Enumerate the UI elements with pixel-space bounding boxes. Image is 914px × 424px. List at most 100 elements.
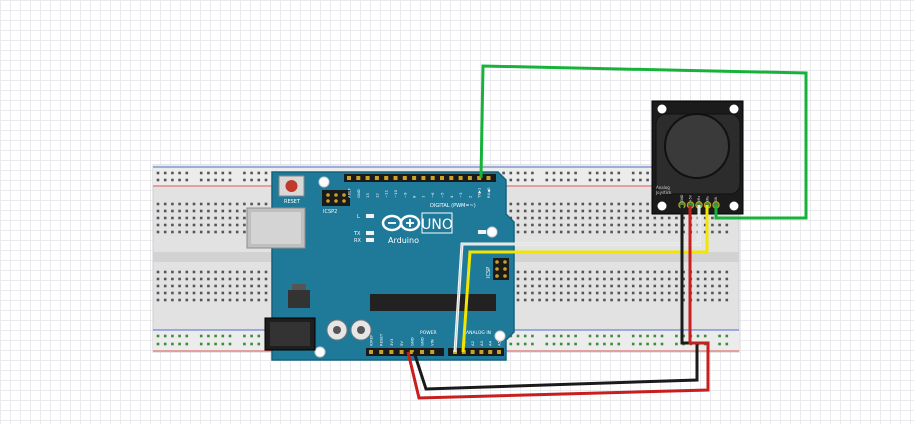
header-pin[interactable] [379, 350, 384, 354]
header-pin[interactable] [365, 176, 370, 180]
header-pin[interactable] [488, 350, 493, 354]
wire-black[interactable] [412, 205, 699, 391]
breadboard-hole [696, 284, 700, 288]
breadboard-hole [545, 216, 549, 220]
led-l [366, 214, 374, 218]
breadboard-hole [581, 209, 585, 213]
header-pin[interactable] [399, 350, 404, 354]
breadboard-hole [264, 202, 268, 206]
breadboard-hole [250, 202, 253, 206]
header-pin[interactable] [369, 350, 373, 354]
breadboard-hole [171, 277, 174, 281]
breadboard-hole [675, 230, 678, 234]
header-pin[interactable] [420, 350, 424, 354]
header-pin[interactable] [430, 350, 435, 354]
breadboard-hole [163, 223, 167, 227]
breadboard-hole [250, 291, 253, 295]
rail-hole [725, 342, 729, 346]
breadboard-hole [207, 209, 210, 213]
rail-hole [207, 342, 210, 346]
analog-label: ANALOG IN [466, 330, 491, 336]
breadboard-hole [696, 291, 700, 295]
header-pin[interactable] [477, 176, 482, 180]
header-pin[interactable] [486, 176, 491, 180]
breadboard-hole [660, 270, 664, 274]
header-pin[interactable] [402, 176, 407, 180]
header-pin[interactable] [470, 350, 475, 354]
rail-hole [178, 178, 181, 182]
breadboard-hole [552, 230, 556, 234]
breadboard-hole [221, 284, 225, 288]
header-pin[interactable] [356, 176, 361, 180]
header-pin[interactable] [440, 176, 444, 180]
breadboard-hole [178, 216, 181, 220]
icsp-header [493, 258, 509, 280]
breadboard-hole [617, 216, 621, 220]
breadboard-hole [163, 298, 167, 302]
header-pin[interactable] [421, 176, 426, 180]
rail-hole [163, 334, 167, 338]
breadboard-hole [653, 298, 657, 302]
header-pin[interactable] [467, 176, 472, 180]
rail-hole [617, 171, 621, 175]
breadboard-hole [639, 209, 642, 213]
pin-label: 13 [365, 193, 370, 198]
arduino-board [271, 171, 515, 361]
breadboard-hole [178, 209, 181, 213]
breadboard-hole [588, 284, 592, 288]
breadboard-hole [235, 270, 239, 274]
pin-label: TX▶1 [477, 187, 482, 199]
rail-hole [631, 171, 635, 175]
breadboard-hole [696, 298, 700, 302]
breadboard-hole [192, 216, 196, 220]
breadboard-hole [603, 270, 606, 274]
breadboard-hole [538, 209, 541, 213]
rail-hole [617, 334, 621, 338]
rail-hole [523, 342, 527, 346]
header-pin[interactable] [409, 350, 414, 354]
breadboard-hole [538, 230, 541, 234]
wire-yellow[interactable] [461, 205, 709, 353]
wire-green[interactable] [479, 64, 808, 220]
breadboard-hole [703, 230, 707, 234]
rail-hole [617, 178, 621, 182]
breadboard-hole [617, 298, 621, 302]
joystick-knob-icon[interactable] [664, 113, 730, 179]
breadboard-hole [653, 223, 657, 227]
rail-hole [639, 334, 642, 338]
header-pin[interactable] [430, 176, 435, 180]
breadboard-hole [214, 298, 217, 302]
breadboard-hole [567, 291, 570, 295]
breadboard-hole [509, 202, 513, 206]
breadboard-hole [264, 291, 268, 295]
breadboard-hole [610, 209, 613, 213]
header-pin[interactable] [412, 176, 417, 180]
header-pin[interactable] [449, 176, 454, 180]
breadboard-hole [603, 202, 606, 206]
breadboard-hole [538, 202, 541, 206]
header-pin[interactable] [389, 350, 394, 354]
rail-hole [178, 334, 181, 338]
breadboard-hole [667, 284, 671, 288]
header-pin[interactable] [347, 176, 351, 180]
breadboard-hole [221, 223, 225, 227]
header-pin[interactable] [393, 176, 398, 180]
wire-red[interactable] [406, 205, 710, 400]
breadboard-hole [682, 216, 685, 220]
rail-hole [228, 342, 232, 346]
rail-hole [257, 171, 261, 175]
pin-label: RX◀0 [486, 187, 491, 198]
rail-hole [221, 334, 225, 338]
header-pin[interactable] [384, 176, 389, 180]
header-pin[interactable] [374, 176, 379, 180]
header-pin[interactable] [458, 176, 463, 180]
breadboard-hole [207, 298, 210, 302]
header-pin[interactable] [479, 350, 484, 354]
breadboard-hole [178, 270, 181, 274]
breadboard-hole [624, 202, 628, 206]
reset-button-cap[interactable] [285, 180, 298, 192]
breadboard-hole [199, 209, 203, 213]
rail-hole [653, 334, 657, 338]
header-pin[interactable] [497, 350, 501, 354]
rail-hole [552, 171, 556, 175]
